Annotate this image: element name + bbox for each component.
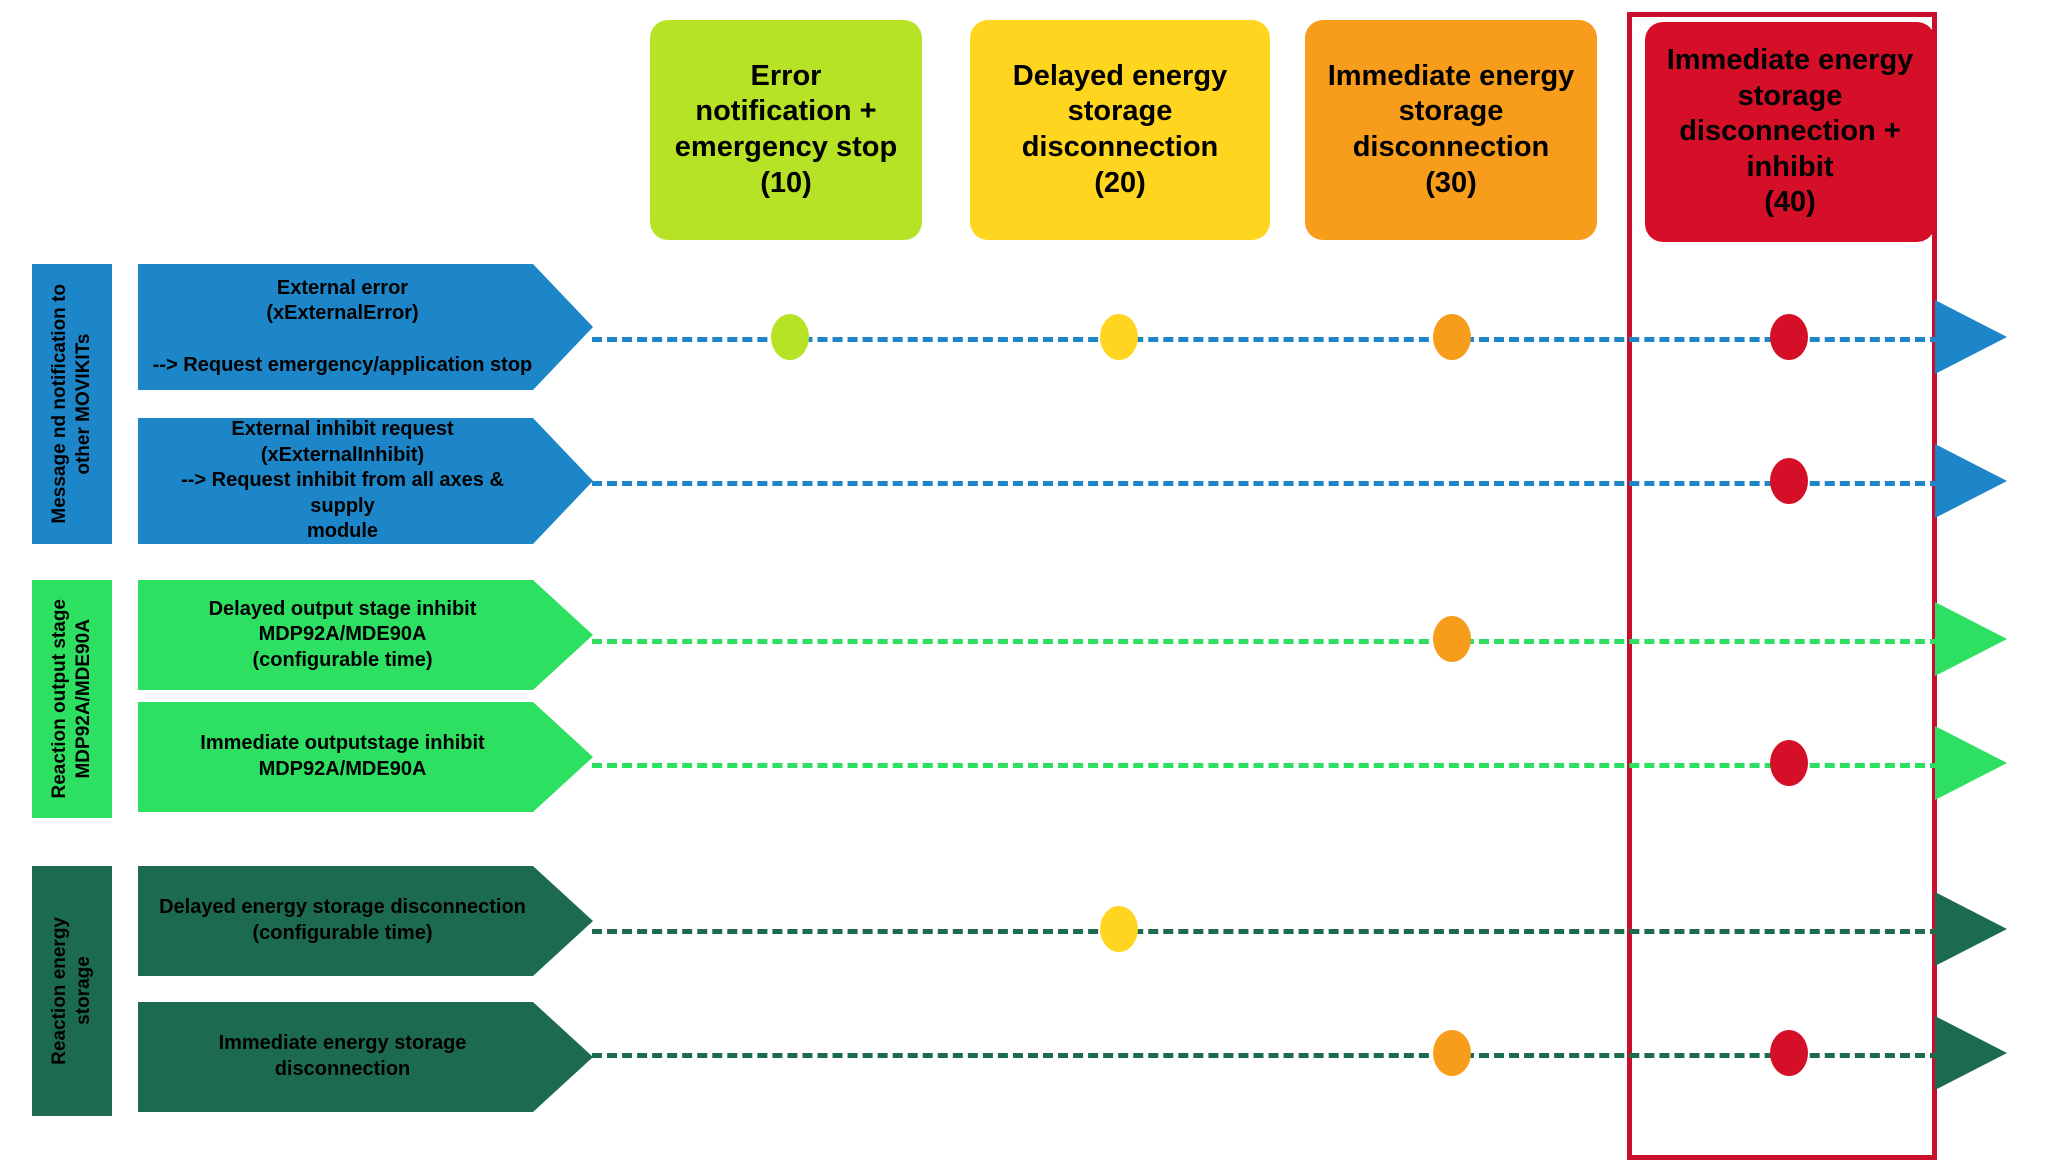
group-energy-storage: Reaction energy storage [32,866,112,1116]
marker-row-external-error-sev30[interactable] [1433,314,1471,360]
group-label-text: Reaction output stage MDP92A/MDE90A [49,599,94,799]
row-delayed-energy-storage-disconnection[interactable]: Delayed energy storage disconnection (co… [138,866,593,976]
row-delayed-output-stage-inhibit[interactable]: Delayed output stage inhibit MDP92A/MDE9… [138,580,593,690]
marker-row-external-error-sev40[interactable] [1770,314,1808,360]
output-arrow-row-delayed-energy-storage-disconnection [1935,892,2007,966]
marker-row-delayed-energy-storage-disconnection-sev20[interactable] [1100,906,1138,952]
severity-header-30[interactable]: Immediate energy storage disconnection (… [1305,20,1597,240]
marker-row-immediate-energy-storage-disconnection-sev30[interactable] [1433,1030,1471,1076]
connector-line-row-immediate-output-stage-inhibit [592,763,1940,768]
output-arrow-row-delayed-output-stage-inhibit [1935,602,2007,676]
group-label-text: Message nd notification to other MOVIKIT… [49,284,94,524]
row-external-error[interactable]: External error (xExternalError) --> Requ… [138,264,593,390]
marker-row-external-error-sev20[interactable] [1100,314,1138,360]
severity-header-10[interactable]: Error notification + emergency stop (10) [650,20,922,240]
output-arrow-row-external-inhibit [1935,444,2007,518]
connector-line-row-immediate-energy-storage-disconnection [592,1053,1940,1058]
output-arrow-row-external-error [1935,300,2007,374]
output-arrow-row-immediate-energy-storage-disconnection [1935,1016,2007,1090]
row-immediate-energy-storage-disconnection[interactable]: Immediate energy storage disconnection [138,1002,593,1112]
connector-line-row-external-inhibit [592,481,1940,486]
group-label-text: Reaction energy storage [49,917,94,1065]
severity-header-40[interactable]: Immediate energy storage disconnection +… [1645,22,1935,242]
marker-row-external-inhibit-sev40[interactable] [1770,458,1808,504]
severity-header-20[interactable]: Delayed energy storage disconnection (20… [970,20,1270,240]
group-messages: Message nd notification to other MOVIKIT… [32,264,112,544]
marker-row-immediate-energy-storage-disconnection-sev40[interactable] [1770,1030,1808,1076]
group-output-stage: Reaction output stage MDP92A/MDE90A [32,580,112,818]
marker-row-delayed-output-stage-inhibit-sev30[interactable] [1433,616,1471,662]
severity-40-highlight-rect [1627,12,1937,1160]
connector-line-row-external-error [592,337,1940,342]
marker-row-external-error-sev10[interactable] [771,314,809,360]
output-arrow-row-immediate-output-stage-inhibit [1935,726,2007,800]
marker-row-immediate-output-stage-inhibit-sev40[interactable] [1770,740,1808,786]
connector-line-row-delayed-energy-storage-disconnection [592,929,1940,934]
row-external-inhibit[interactable]: External inhibit request (xExternalInhib… [138,418,593,544]
row-immediate-output-stage-inhibit[interactable]: Immediate outputstage inhibit MDP92A/MDE… [138,702,593,812]
connector-line-row-delayed-output-stage-inhibit [592,639,1940,644]
